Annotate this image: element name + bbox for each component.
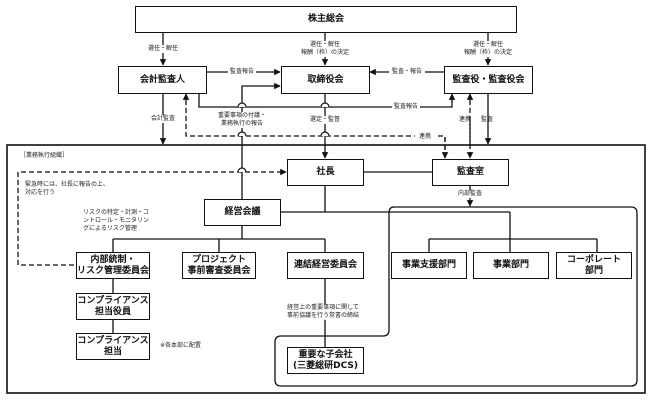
execution-org-frame — [6, 144, 646, 394]
internal-control-committee-box: 内部統制・ リスク管理委員会 — [76, 252, 150, 279]
audit-office-box: 監査室 — [432, 159, 509, 186]
execution-org-title: ［業務執行組織］ — [20, 152, 69, 159]
consolidated-management-committee-box: 連結経営委員会 — [287, 252, 364, 279]
label-placed-each-dept: ※各本部に配置 — [160, 342, 202, 349]
label-cooperation-2: 連携 — [458, 116, 471, 123]
auditors-box: 監査役・監査役会 — [444, 66, 533, 94]
label-internal-audit: 内部監査 — [452, 190, 488, 198]
label-audit-report-auditors: 監査・報告 — [389, 68, 425, 76]
accounting-auditor-box: 会計監査人 — [118, 66, 207, 94]
label-cooperation-1: 連携 — [415, 133, 435, 141]
label-accounting-audit: 会計監査 — [148, 115, 178, 123]
label-emergency: 緊急時には、社長に報告の上、 対応を行う — [25, 181, 110, 196]
label-appoint-dismiss: 選任・解任 — [140, 45, 186, 53]
board-of-directors-box: 取締役会 — [281, 66, 370, 94]
compliance-staff-box: コンプライアンス 担当 — [76, 333, 150, 360]
business-support-dept-box: 事業支援部門 — [391, 252, 467, 279]
corporate-dept-box: コーポレート 部門 — [556, 252, 632, 279]
label-audit: 監査 — [480, 116, 493, 123]
business-dept-box: 事業部門 — [473, 252, 549, 279]
label-appoint-dismiss-pay-auditors: 選任・解任 報酬（枠）の決定 — [458, 41, 518, 57]
compliance-officer-box: コンプライアンス 担当役員 — [76, 293, 150, 320]
subsidiary-box: 重要な子会社 (三菱総研DCS) — [287, 347, 364, 374]
label-risk-management: リスクの特定・計測・コ ントロール・モニタリン グによるリスク管理 — [83, 209, 150, 232]
label-audit-report-to-auditors: 監査報告 — [392, 103, 420, 111]
label-appoint-dismiss-pay-board: 選任・解任 報酬（枠）の決定 — [295, 41, 355, 57]
management-meeting-box: 経営会議 — [204, 199, 281, 226]
project-review-committee-box: プロジェクト 事前審査委員会 — [182, 252, 256, 279]
shareholders-meeting-box: 株主総会 — [135, 6, 517, 33]
label-select-supervise: 選定・監督 — [305, 116, 345, 124]
label-audit-report-accounting: 監査報告 — [228, 68, 256, 76]
label-important-matters: 重要事項の付議・ 業務執行の報告 — [210, 112, 274, 128]
label-memorandum: 経営上の重要事項に関して 事前協議を行う覚書の締結 — [278, 304, 368, 320]
president-box: 社長 — [287, 159, 364, 186]
business-region-outline — [274, 206, 638, 387]
